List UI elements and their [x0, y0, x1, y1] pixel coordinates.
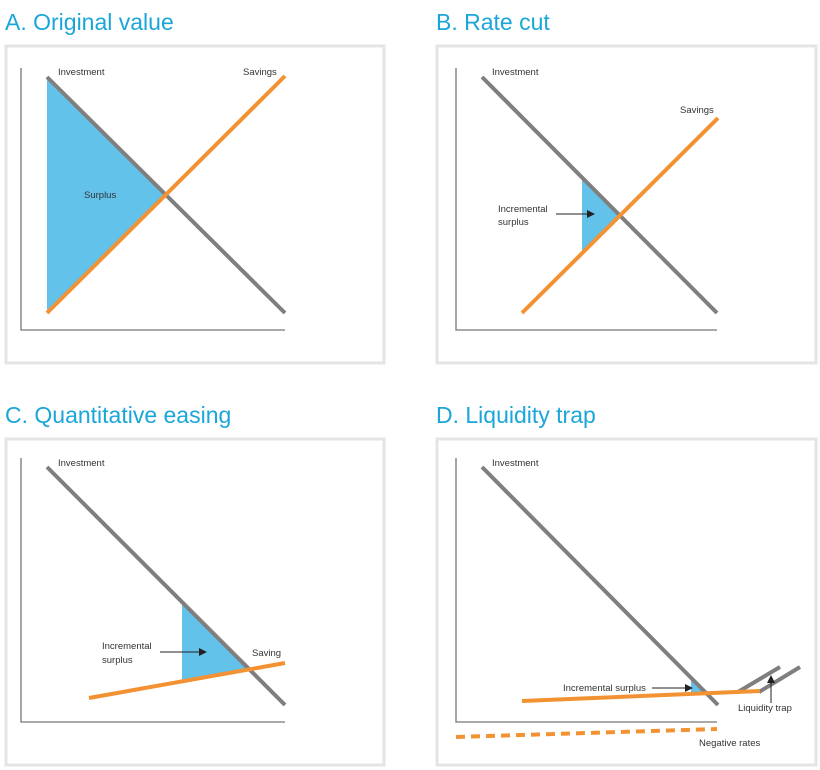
surplus-area [47, 77, 165, 313]
savings-line [521, 689, 761, 703]
surplus-label-line1: Incremental [102, 641, 152, 652]
panel-a-title: A. Original value [5, 9, 174, 35]
panel-c-title: C. Quantitative easing [5, 402, 231, 428]
panel-b: B. Rate cut Investment Savings Increment… [435, 9, 818, 365]
savings-line [45, 74, 287, 315]
panel-c: C. Quantitative easing Investment Increm… [4, 402, 386, 767]
savings-label: Savings [680, 105, 714, 116]
surplus-label-line2: surplus [498, 217, 529, 228]
incremental-surplus-label: Incremental surplus [563, 683, 646, 694]
panel-d-frame [435, 437, 818, 767]
investment-label: Investment [492, 67, 539, 78]
surplus-label: Surplus [84, 190, 116, 201]
savings-line [520, 116, 720, 315]
investment-label: Investment [492, 458, 539, 469]
negative-rates-line [455, 727, 718, 739]
panel-b-frame [435, 44, 818, 365]
axes [455, 458, 717, 723]
investment-line [45, 465, 287, 707]
axes [20, 68, 285, 331]
surplus-label-line2: surplus [102, 655, 133, 666]
investment-line [480, 465, 720, 707]
saving-line [88, 661, 286, 700]
panel-d-title: D. Liquidity trap [436, 402, 596, 428]
panel-c-frame [4, 437, 386, 767]
saving-label: Saving [252, 648, 281, 659]
liquidity-trap-line-2 [757, 665, 802, 694]
incremental-surplus-area [582, 177, 620, 253]
savings-label: Savings [243, 67, 277, 78]
surplus-label-line1: Incremental [498, 204, 548, 215]
investment-label: Investment [58, 458, 105, 469]
axes [455, 68, 717, 331]
investment-label: Investment [58, 67, 105, 78]
liquidity-trap-line-1 [736, 665, 782, 694]
panel-a: A. Original value Investment Savings Sur… [4, 9, 386, 365]
liquidity-trap-label: Liquidity trap [738, 703, 792, 714]
panel-d: D. Liquidity trap Investment Incremental… [435, 402, 818, 767]
investment-line [480, 75, 719, 315]
incremental-surplus-area [182, 602, 249, 681]
negative-rates-label: Negative rates [699, 738, 761, 749]
axes [20, 458, 285, 723]
panel-b-title: B. Rate cut [436, 9, 550, 35]
